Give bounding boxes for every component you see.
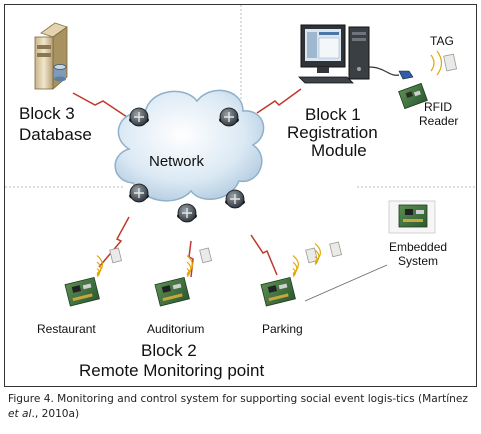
- embedded-label: Embedded: [389, 240, 448, 254]
- rfid-waves-icon: [96, 255, 103, 278]
- tag-card-icon: [199, 247, 213, 264]
- monitor-board-icon: [260, 276, 296, 307]
- router-icon: [225, 189, 245, 209]
- database-server-icon: [34, 22, 68, 90]
- rfid-waves-icon: [292, 255, 299, 278]
- caption-etal: et al: [8, 408, 32, 420]
- parking-label: Parking: [262, 322, 303, 336]
- rfid-waves-icon: [186, 255, 193, 278]
- tag-label: TAG: [430, 34, 454, 48]
- tag-card-icon: [109, 247, 123, 264]
- quadrant-dividers: [5, 5, 476, 188]
- link-restaurant: [98, 216, 130, 268]
- router-icon: [177, 203, 197, 223]
- figure-caption: Figure 4. Monitoring and control system …: [8, 392, 476, 422]
- diagram-canvas: [5, 5, 476, 307]
- network-label: Network: [149, 153, 205, 170]
- block1-line3: Module: [311, 141, 367, 160]
- caption-suffix: ., 2010a): [31, 408, 80, 420]
- rfid-label: RFID: [424, 100, 452, 114]
- link-database: [72, 92, 128, 118]
- rfid-waves-icon: [314, 243, 321, 266]
- network-routers: [129, 107, 245, 223]
- tag-card-icon: [305, 247, 319, 264]
- tag-card-icon: [329, 241, 343, 258]
- caption-prefix: Figure 4. Monitoring and control system …: [8, 393, 468, 405]
- embedded-pointer: [304, 264, 388, 302]
- reader-label: Reader: [419, 114, 459, 128]
- block3-subtitle: Database: [19, 125, 92, 144]
- monitor-board-icon: [64, 276, 100, 307]
- embedded-system-icon: [388, 200, 436, 234]
- block3-title: Block 3: [19, 104, 75, 123]
- monitor-board-icon: [154, 276, 190, 307]
- rfid-reader-icon: [398, 82, 428, 110]
- router-icon: [219, 107, 239, 127]
- link-registration: [256, 88, 302, 114]
- tag-card-icon: [430, 50, 458, 76]
- block1-line2: Registration: [287, 123, 378, 142]
- block1-title: Block 1: [305, 105, 361, 124]
- router-icon: [129, 183, 149, 203]
- remote-devices: [64, 241, 343, 307]
- registration-computer-icon: [298, 24, 414, 84]
- restaurant-label: Restaurant: [37, 322, 96, 336]
- router-icon: [129, 107, 149, 127]
- link-parking: [250, 234, 278, 276]
- block2-subtitle: Remote Monitoring point: [79, 361, 265, 380]
- diagram-frame: Block 3 Database Block 1 Registration Mo…: [4, 4, 477, 387]
- block2-title: Block 2: [141, 341, 197, 360]
- system-label: System: [398, 254, 439, 268]
- auditorium-label: Auditorium: [147, 322, 205, 336]
